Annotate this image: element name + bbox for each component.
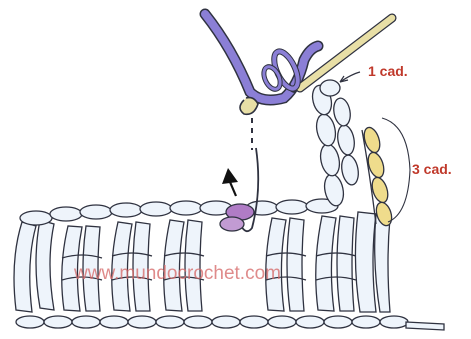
chain-link bbox=[212, 316, 240, 328]
chain-link bbox=[156, 316, 184, 328]
chain-link bbox=[380, 316, 408, 328]
chain-link bbox=[324, 316, 352, 328]
chain-link bbox=[352, 316, 380, 328]
chain-link bbox=[16, 316, 44, 328]
chain-link bbox=[72, 316, 100, 328]
chain-link bbox=[268, 316, 296, 328]
chain-link bbox=[100, 316, 128, 328]
chain-link bbox=[44, 316, 72, 328]
chain-link bbox=[128, 316, 156, 328]
chain-link bbox=[184, 316, 212, 328]
label-one-chain: 1 cad. bbox=[368, 63, 408, 79]
watermark-text: www.mundocrochet.com bbox=[73, 263, 281, 284]
label-three-chain: 3 cad. bbox=[412, 161, 452, 177]
chain-link bbox=[240, 316, 268, 328]
chain-link bbox=[296, 316, 324, 328]
yarn-tail bbox=[406, 322, 444, 330]
